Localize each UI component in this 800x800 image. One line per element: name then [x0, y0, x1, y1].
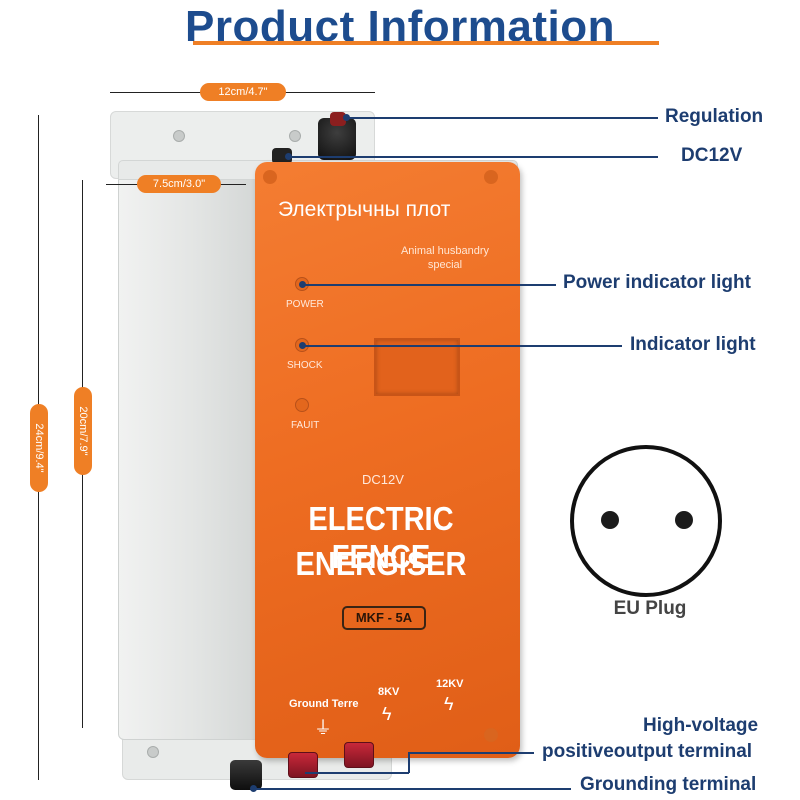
panel-brand-title: Электрычны плот — [278, 198, 451, 221]
leader-line — [305, 772, 409, 774]
callout-dc12v: DC12V — [681, 145, 743, 166]
dimension-width-pill: 12cm/4.7" — [200, 83, 286, 101]
leader-line — [302, 284, 556, 286]
lightning-icon: ϟ — [444, 694, 454, 714]
screw-cover — [484, 728, 498, 742]
voltage-display — [374, 338, 460, 396]
callout-indicator: Indicator light — [630, 334, 756, 355]
callout-regulation: Regulation — [665, 106, 764, 127]
plug-pin — [601, 511, 619, 529]
leader-line — [408, 752, 534, 754]
mounting-hole — [289, 130, 301, 142]
eu-plug-icon — [570, 445, 722, 597]
callout-high-voltage-line1: High-voltage — [643, 715, 759, 736]
leader-line — [253, 788, 571, 790]
leader-line — [346, 117, 658, 119]
model-badge: MKF - 5A — [342, 606, 426, 630]
callout-power-indicator: Power indicator light — [563, 272, 751, 293]
callout-grounding: Grounding terminal — [580, 774, 757, 795]
regulation-knob-cap — [330, 112, 346, 126]
leader-line — [288, 156, 658, 158]
lightning-icon: ϟ — [382, 704, 392, 724]
fault-led — [295, 398, 309, 412]
product-name-line1: ELECTRIC FENCE — [308, 500, 454, 575]
screw-cover — [484, 170, 498, 184]
product-name-line2: ENERGISER — [295, 545, 467, 582]
fault-led-label: FAUIT — [291, 420, 320, 431]
leader-line — [408, 752, 410, 773]
screw-cover — [263, 170, 277, 184]
ground-terminal[interactable] — [230, 760, 262, 790]
eu-plug-label: EU Plug — [613, 598, 687, 619]
terminal-12kv-label: 12KV — [436, 678, 464, 690]
ground-symbol-icon: ⏚ — [314, 718, 332, 738]
panel-subtitle: Animal husbandry special — [400, 245, 490, 271]
hv-terminal-12kv[interactable] — [344, 742, 374, 768]
title-underline — [193, 41, 659, 45]
dimension-depth-pill: 7.5cm/3.0" — [137, 175, 221, 193]
hv-terminal-8kv[interactable] — [288, 752, 318, 778]
front-panel — [255, 162, 520, 758]
leader-line — [302, 345, 622, 347]
terminal-8kv-label: 8KV — [378, 686, 400, 698]
dimension-height-total-pill: 24cm/9.4" — [30, 404, 48, 492]
dimension-height-box-pill: 20cm/7.9" — [74, 387, 92, 475]
ground-terminal-label: Ground Terre — [289, 698, 359, 710]
panel-voltage-label: DC12V — [362, 472, 404, 487]
mounting-hole — [173, 130, 185, 142]
power-led-label: POWER — [286, 299, 324, 310]
callout-high-voltage-line2: positiveoutput terminal — [542, 741, 753, 762]
plug-pin — [675, 511, 693, 529]
shock-led-label: SHOCK — [287, 360, 323, 371]
mounting-hole — [147, 746, 159, 758]
device-housing-side — [118, 172, 258, 740]
dc-input-jack — [272, 148, 292, 164]
